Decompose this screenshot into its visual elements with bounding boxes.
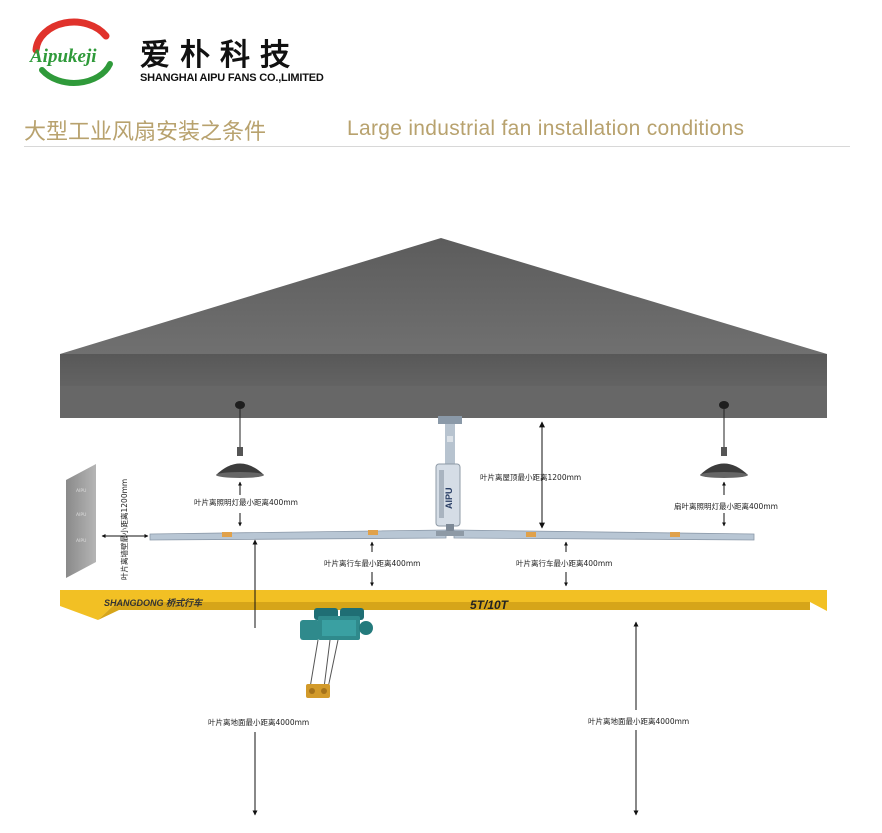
motor-brand: AIPU	[444, 487, 454, 509]
label-light-right: 扇叶离照明灯最小距离400mm	[674, 501, 778, 511]
pendant-lamp-left	[216, 408, 264, 478]
svg-text:AIPU: AIPU	[76, 488, 86, 494]
wall: AIPU AIPU AIPU	[66, 464, 96, 578]
company-name-cn: 爱朴科技	[140, 38, 300, 73]
label-wall: 叶片离墙壁最小距离1200mm	[119, 479, 129, 580]
crane-capacity: 5T/10T	[470, 598, 510, 612]
label-crane-right: 叶片离行车最小距离400mm	[516, 558, 612, 568]
company-name-en: SHANGHAI AIPU FANS CO.,LIMITED	[140, 72, 324, 84]
roof	[60, 238, 827, 354]
hoist	[300, 608, 373, 698]
fan-assembly: AIPU	[435, 416, 462, 532]
overhead-crane: SHANGDONG 桥式行车 5T/10T	[60, 590, 827, 620]
label-crane-left: 叶片离行车最小距离400mm	[324, 558, 420, 568]
label-ground-left: 叶片离地面最小距离4000mm	[208, 717, 309, 727]
svg-text:AIPU: AIPU	[76, 538, 86, 544]
logo-text: Aipukeji	[29, 46, 97, 67]
company-logo: Aipukeji	[29, 18, 113, 86]
page-title-cn: 大型工业风扇安装之条件	[24, 120, 267, 145]
title-divider	[24, 146, 850, 147]
page-title-en: Large industrial fan installation condit…	[347, 117, 745, 140]
pendant-lamp-right	[700, 408, 748, 478]
dimension-arrows	[101, 421, 726, 816]
fan-blades	[149, 529, 755, 541]
svg-text:AIPU: AIPU	[76, 512, 86, 518]
crane-brand: SHANGDONG 桥式行车	[104, 598, 204, 608]
label-ground-right: 叶片离地面最小距离4000mm	[588, 716, 689, 726]
label-light-left: 叶片离照明灯最小距离400mm	[194, 497, 298, 507]
label-roof: 叶片离屋顶最小距离1200mm	[480, 472, 581, 482]
